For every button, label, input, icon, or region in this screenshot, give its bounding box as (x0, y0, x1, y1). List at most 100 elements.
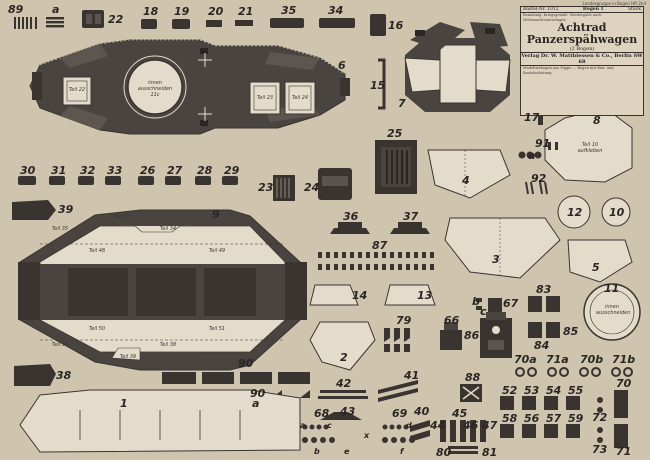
part-number-71a: 71a (546, 353, 569, 366)
part-number-88: 88 (465, 371, 481, 384)
part-number-68: 68 (314, 407, 330, 420)
letter-a-68: a (300, 421, 306, 430)
part-3 (444, 217, 561, 279)
part-10 (601, 197, 631, 227)
part-number-9: 9 (212, 208, 220, 221)
part-number-17: 17 (524, 111, 540, 124)
part-23 (273, 175, 295, 201)
label-teil-50: Teil 50 (88, 326, 106, 332)
part-34 (319, 18, 355, 28)
part-number-5: 5 (592, 261, 600, 274)
parts-70-73 (597, 390, 628, 448)
part-39 (12, 200, 56, 220)
label-teil-24: Teil 24 (291, 95, 309, 101)
part-number-56: 56 (524, 412, 540, 425)
part-35 (270, 18, 304, 28)
part-number-71: 71 (616, 445, 632, 458)
part-38 (14, 364, 56, 386)
part-number-43: 43 (340, 405, 356, 418)
header-small-print: Landesgruppe in Bogen Hft 2nd (582, 1, 646, 6)
part-number-86: 86 (464, 329, 480, 342)
part-a-strips (46, 17, 64, 28)
label-innen-ausschneiden-hull: innen ausschneiden 11c (137, 80, 173, 98)
label-teil-23: Teil 23 (256, 95, 274, 101)
part-number-33: 33 (107, 164, 123, 177)
heading-sub: (2 Bogen) (569, 46, 595, 52)
part-37 (390, 222, 430, 234)
parts-b-c (476, 298, 482, 310)
part-92 (525, 181, 548, 195)
rings-70a-71b (515, 367, 633, 377)
parts-80-81 (448, 446, 478, 454)
part-16 (370, 14, 386, 36)
part-number-72: 72 (592, 411, 608, 424)
label-teil-49: Teil 49 (208, 248, 226, 254)
part-number-23: 23 (258, 181, 274, 194)
letter-f-69: f (400, 447, 404, 456)
part-number-45: 45 (452, 407, 468, 420)
part-number-70: 70 (616, 377, 632, 390)
part-number-25: 25 (387, 127, 403, 140)
part-40 (410, 420, 430, 442)
label-teil-36: Teil 36 (51, 342, 69, 348)
letter-e-43: e (344, 447, 350, 456)
part-number-40: 40 (414, 405, 430, 418)
part-41 (378, 380, 418, 402)
part-36 (330, 222, 370, 234)
part-number-54: 54 (546, 384, 562, 397)
part-90-blocks (162, 372, 310, 384)
part-43 (302, 412, 362, 430)
part-18 (141, 19, 157, 29)
part-number-67: 67 (503, 297, 519, 310)
heading-line-2: Panzerspähwagen (526, 33, 638, 46)
part-number-57: 57 (546, 412, 562, 425)
part-letter-c: c (480, 305, 487, 318)
part-number-20: 20 (208, 5, 224, 18)
part-number-4: 4 (462, 174, 470, 187)
part-number-15: 15 (370, 79, 386, 92)
part-9-lower-hull (18, 209, 307, 371)
part-number-36: 36 (343, 210, 359, 223)
part-number-85: 85 (563, 325, 579, 338)
part-number-44: 44 (430, 419, 446, 432)
part-number-90a: 90 (250, 387, 266, 400)
part-4 (427, 149, 511, 199)
letter-b-68: b (314, 447, 320, 456)
part-number-30: 30 (20, 164, 36, 177)
part-7-turret (404, 22, 511, 112)
part-number-7: 7 (398, 97, 406, 110)
label-teil-35: Teil 35 (51, 226, 69, 232)
part-5 (567, 239, 633, 283)
part-number-53: 53 (524, 384, 540, 397)
part-86 (440, 330, 462, 350)
part-15 (378, 58, 386, 110)
part-number-28: 28 (197, 164, 213, 177)
part-number-21: 21 (238, 5, 254, 18)
part-79 (384, 328, 410, 352)
part-number-69: 69 (392, 407, 408, 420)
part-number-1: 1 (120, 397, 128, 410)
part-83 (528, 296, 560, 312)
publisher-line: Verlag Dr. W. Matthiessen & Co., Berlin … (521, 52, 643, 66)
part-number-46: 46 (463, 419, 479, 432)
part-number-26: 26 (140, 164, 156, 177)
parts-44-47 (440, 420, 486, 442)
part-number-89: 89 (8, 3, 24, 16)
letter-c-68: c (327, 421, 332, 430)
part-number-81: 81 (482, 446, 498, 459)
part-number-29: 29 (224, 164, 240, 177)
part-number-90: 90 (238, 357, 254, 370)
part-letter-b: b (472, 295, 480, 308)
part-number-8: 8 (593, 114, 601, 127)
part-number-71b: 71b (612, 353, 636, 366)
part-21 (235, 20, 253, 26)
part-letter-a-top: a (52, 3, 60, 16)
part-number-10: 10 (609, 206, 625, 219)
part-number-13: 13 (417, 289, 433, 302)
part-6-upper-hull (29, 39, 350, 135)
part-number-84: 84 (534, 339, 550, 352)
letter-d-69: d (406, 421, 412, 430)
title-block: Bastel-Nr. 1012 Bogen 1 Stück Bemalung: … (520, 6, 644, 116)
